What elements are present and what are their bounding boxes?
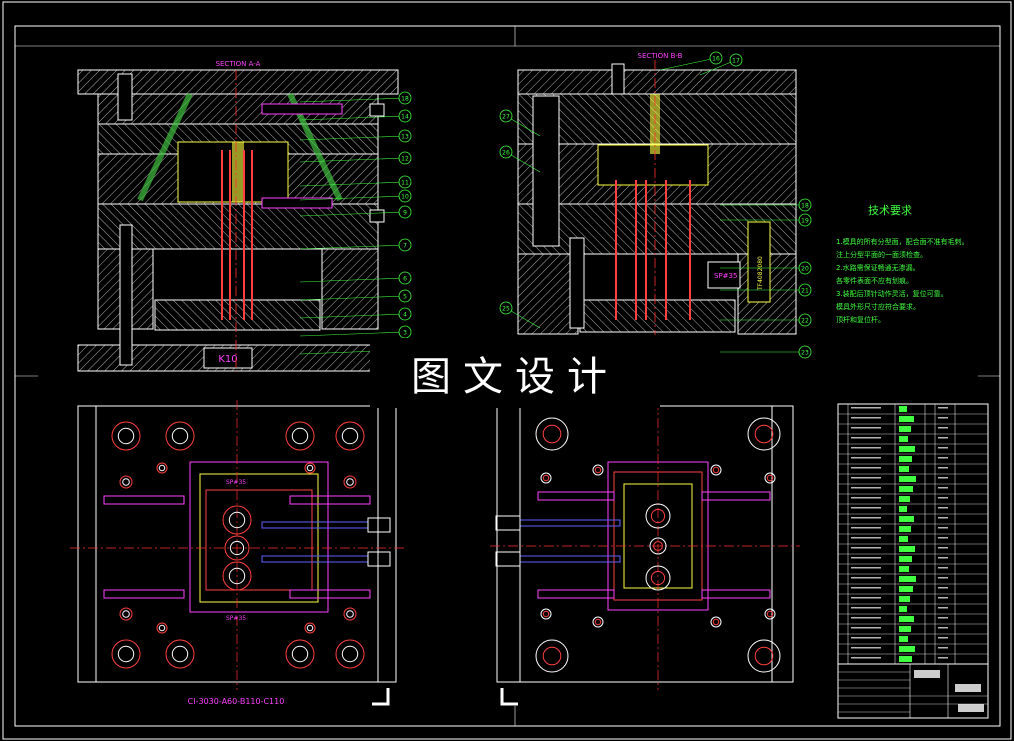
parts-row-fill [899, 536, 908, 542]
balloon-18 [398, 91, 412, 105]
parts-row-fill [899, 496, 910, 502]
tech-req-line: 1.模具的所有分型面，配合面不准有毛刺。 [836, 237, 969, 246]
balloon-6 [398, 271, 412, 285]
balloon-19 [798, 213, 812, 227]
balloon-label: 25 [502, 306, 510, 313]
balloon-5 [398, 289, 412, 303]
parts-list [837, 403, 989, 665]
balloon-7 [398, 238, 412, 252]
balloon-label: 19 [801, 218, 809, 225]
tech-req-line: 顶杆和复位杆。 [836, 315, 885, 324]
plan-right-view [490, 400, 800, 706]
balloon-label: 9 [403, 210, 407, 217]
balloon-label: 16 [712, 56, 720, 63]
balloon-label: 5 [403, 294, 407, 301]
section-a-label: K10 [218, 354, 237, 365]
tech-req-line: 各零件表面不应有划痕。 [836, 276, 913, 285]
balloon-11 [398, 175, 412, 189]
balloons-right: 16 17 27 26 25 18 19 20 21 22 23 [499, 51, 812, 359]
parts-row-fill [899, 646, 915, 652]
balloon-label: 12 [401, 156, 409, 163]
tech-requirements: 技术要求 1.模具的所有分型面，配合面不准有毛刺。注上分型平面的一面须检查。 2.… [836, 204, 969, 324]
tech-req-line: 2.水路需保证畅通无渗漏。 [836, 263, 920, 272]
watermark: 图文设计 [370, 338, 660, 408]
parts-row-fill [899, 606, 907, 612]
balloon-label: 7 [403, 243, 407, 250]
balloon-label: 23 [801, 350, 809, 357]
parts-row-fill [899, 546, 915, 552]
balloon-label: 27 [502, 114, 510, 121]
parts-row-fill [899, 476, 916, 482]
balloon-21 [798, 283, 812, 297]
parts-row-fill [899, 556, 912, 562]
section-a-title: SECTION A-A [216, 60, 261, 68]
balloon-label: 18 [401, 96, 409, 103]
balloon-label: 4 [403, 312, 407, 319]
balloon-12 [398, 151, 412, 165]
parts-row-fill [899, 596, 910, 602]
parts-row-fill [899, 616, 914, 622]
parts-row-fill [899, 516, 914, 522]
balloon-label: 20 [801, 266, 809, 273]
parts-row-fill [899, 486, 913, 492]
parts-row-fill [899, 586, 913, 592]
balloon-16 [709, 51, 723, 65]
balloon-label: 18 [801, 203, 809, 210]
section-b-title: SECTION B-B [638, 52, 683, 60]
balloon-18 [798, 198, 812, 212]
balloon-label: 6 [403, 276, 407, 283]
plan-left-view: SP#35 SP#35 CI-3030-A60-B110-C110 [70, 400, 406, 706]
parts-row-fill [899, 506, 907, 512]
section-b-view: TF4082080 SP#35 SECTION B-B 16 17 27 26 25 18… [499, 51, 812, 359]
balloon-label: 11 [401, 180, 409, 187]
plan-left-model: CI-3030-A60-B110-C110 [188, 697, 285, 706]
balloon-label: 3 [403, 330, 407, 337]
balloon-27 [499, 109, 513, 123]
balloon-25 [499, 301, 513, 315]
balloon-label: 10 [401, 194, 409, 201]
parts-row-fill [899, 436, 908, 442]
balloon-label: 14 [401, 114, 409, 121]
title-block [837, 663, 989, 719]
parts-row-fill [899, 456, 912, 462]
balloon-20 [798, 261, 812, 275]
tech-req-line: 3.装配后顶针动作灵活，复位可靠。 [836, 289, 948, 298]
parts-row-fill [899, 656, 912, 662]
tech-req-title: 技术要求 [868, 204, 912, 217]
balloon-17 [729, 53, 743, 67]
balloon-label: 22 [801, 318, 809, 325]
tech-req-line: 注上分型平面的一面须检查。 [836, 250, 927, 259]
parts-row-fill [899, 626, 911, 632]
balloon-22 [798, 313, 812, 327]
plan-left-tag-top: SP#35 [226, 479, 246, 486]
parts-row-fill [899, 466, 909, 472]
section-a-view: K10 SECTION A-A 1814131211109765432 [77, 60, 412, 372]
parts-row-fill [899, 426, 911, 432]
balloon-label: 17 [732, 58, 740, 65]
callout-sp: SP#35 [714, 272, 737, 280]
parts-row-fill [899, 526, 911, 532]
balloon-13 [398, 129, 412, 143]
tech-req-lines: 1.模具的所有分型面，配合面不准有毛刺。注上分型平面的一面须检查。 2.水路需保证… [836, 237, 969, 324]
balloon-10 [398, 189, 412, 203]
parts-row-fill [899, 416, 914, 422]
plan-left-tag-bottom: SP#35 [226, 615, 246, 622]
tech-req-line: 模具外形尺寸应符合要求。 [836, 302, 920, 311]
parts-row-fill [899, 406, 907, 412]
parts-row-fill [899, 636, 908, 642]
parts-row-fill [899, 566, 909, 572]
balloon-4 [398, 307, 412, 321]
balloon-9 [398, 205, 412, 219]
callout-tf: TF4082080 [757, 256, 764, 291]
balloon-label: 26 [502, 150, 510, 157]
balloon-26 [499, 145, 513, 159]
balloon-label: 21 [801, 288, 809, 295]
balloon-23 [798, 345, 812, 359]
balloon-label: 13 [401, 134, 409, 141]
balloon-14 [398, 109, 412, 123]
parts-row-fill [899, 576, 916, 582]
parts-row-fill [899, 446, 915, 452]
